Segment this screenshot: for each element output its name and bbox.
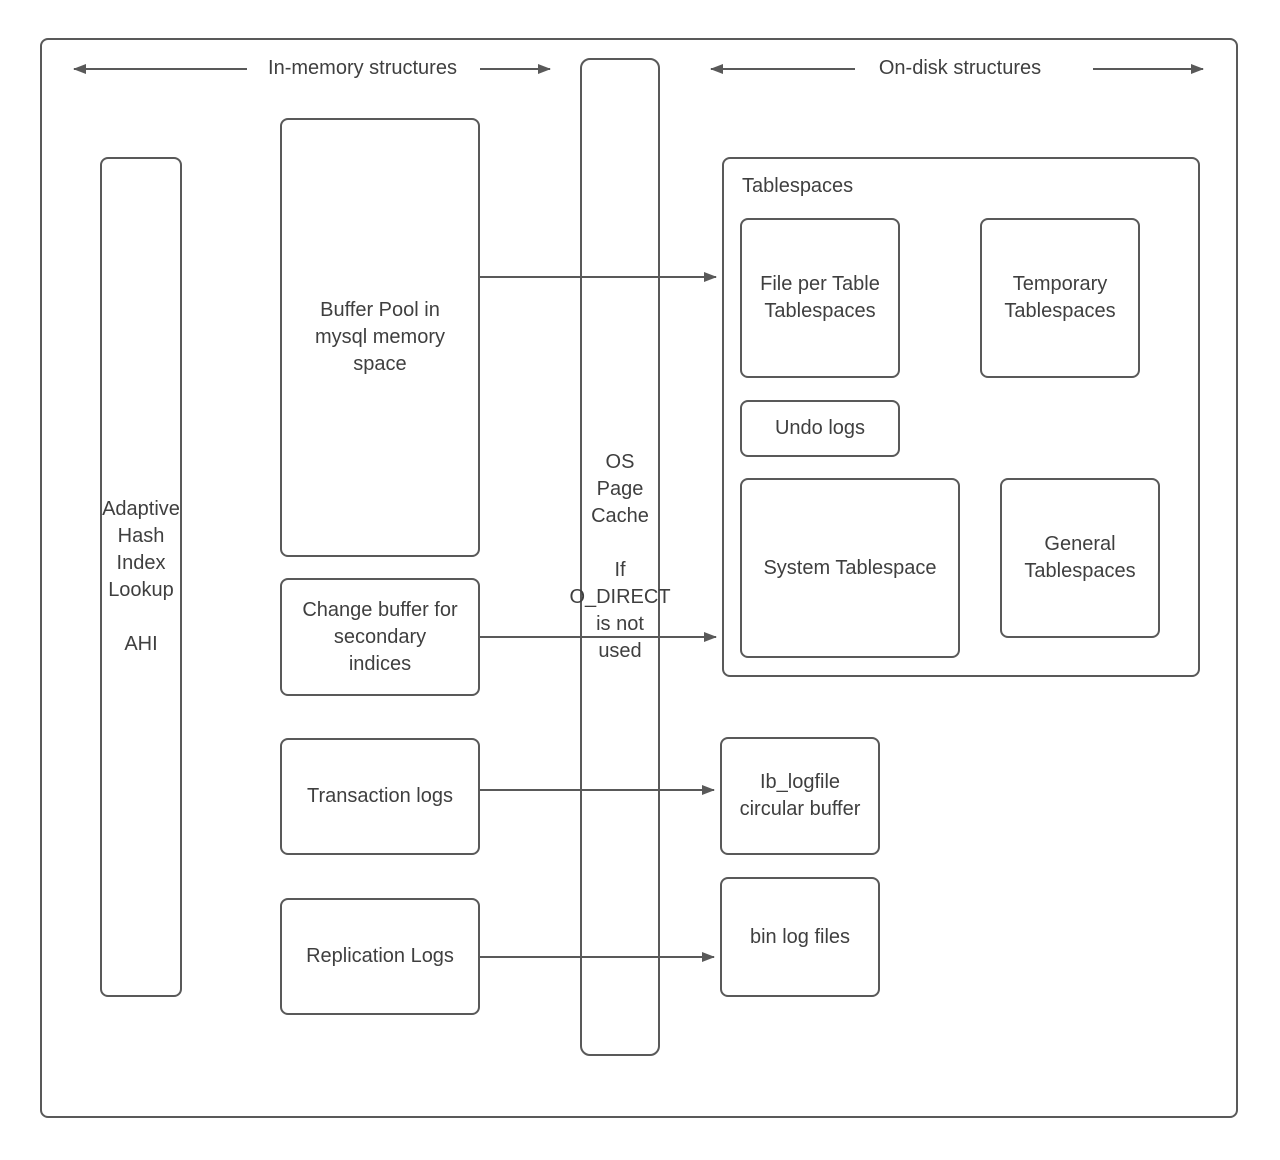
system-tablespace-node: System Tablespace: [740, 478, 960, 658]
file-per-table-tablespaces-node: File per Table Tablespaces: [740, 218, 900, 378]
adaptive-hash-index-node: Adaptive Hash Index Lookup AHI: [100, 157, 182, 997]
transaction-logs-node: Transaction logs: [280, 738, 480, 855]
tablespaces-container: [722, 157, 1200, 677]
outer-frame: [40, 38, 1238, 1118]
change-buffer-node: Change buffer for secondary indices: [280, 578, 480, 696]
buffer-pool-node: Buffer Pool in mysql memory space: [280, 118, 480, 557]
ib-logfile-node: Ib_logfile circular buffer: [720, 737, 880, 855]
general-tablespaces-node: General Tablespaces: [1000, 478, 1160, 638]
tablespaces-container-label: Tablespaces: [742, 175, 854, 197]
bin-log-files-node: bin log files: [720, 877, 880, 997]
in-memory-structures-header: In-memory structures: [268, 57, 457, 79]
on-disk-structures-header: On-disk structures: [878, 57, 1042, 79]
os-page-cache-node: OS Page Cache If O_DIRECT is not used: [569, 58, 671, 1056]
replication-logs-node: Replication Logs: [280, 898, 480, 1015]
undo-logs-node: Undo logs: [740, 400, 900, 457]
temporary-tablespaces-node: Temporary Tablespaces: [980, 218, 1140, 378]
